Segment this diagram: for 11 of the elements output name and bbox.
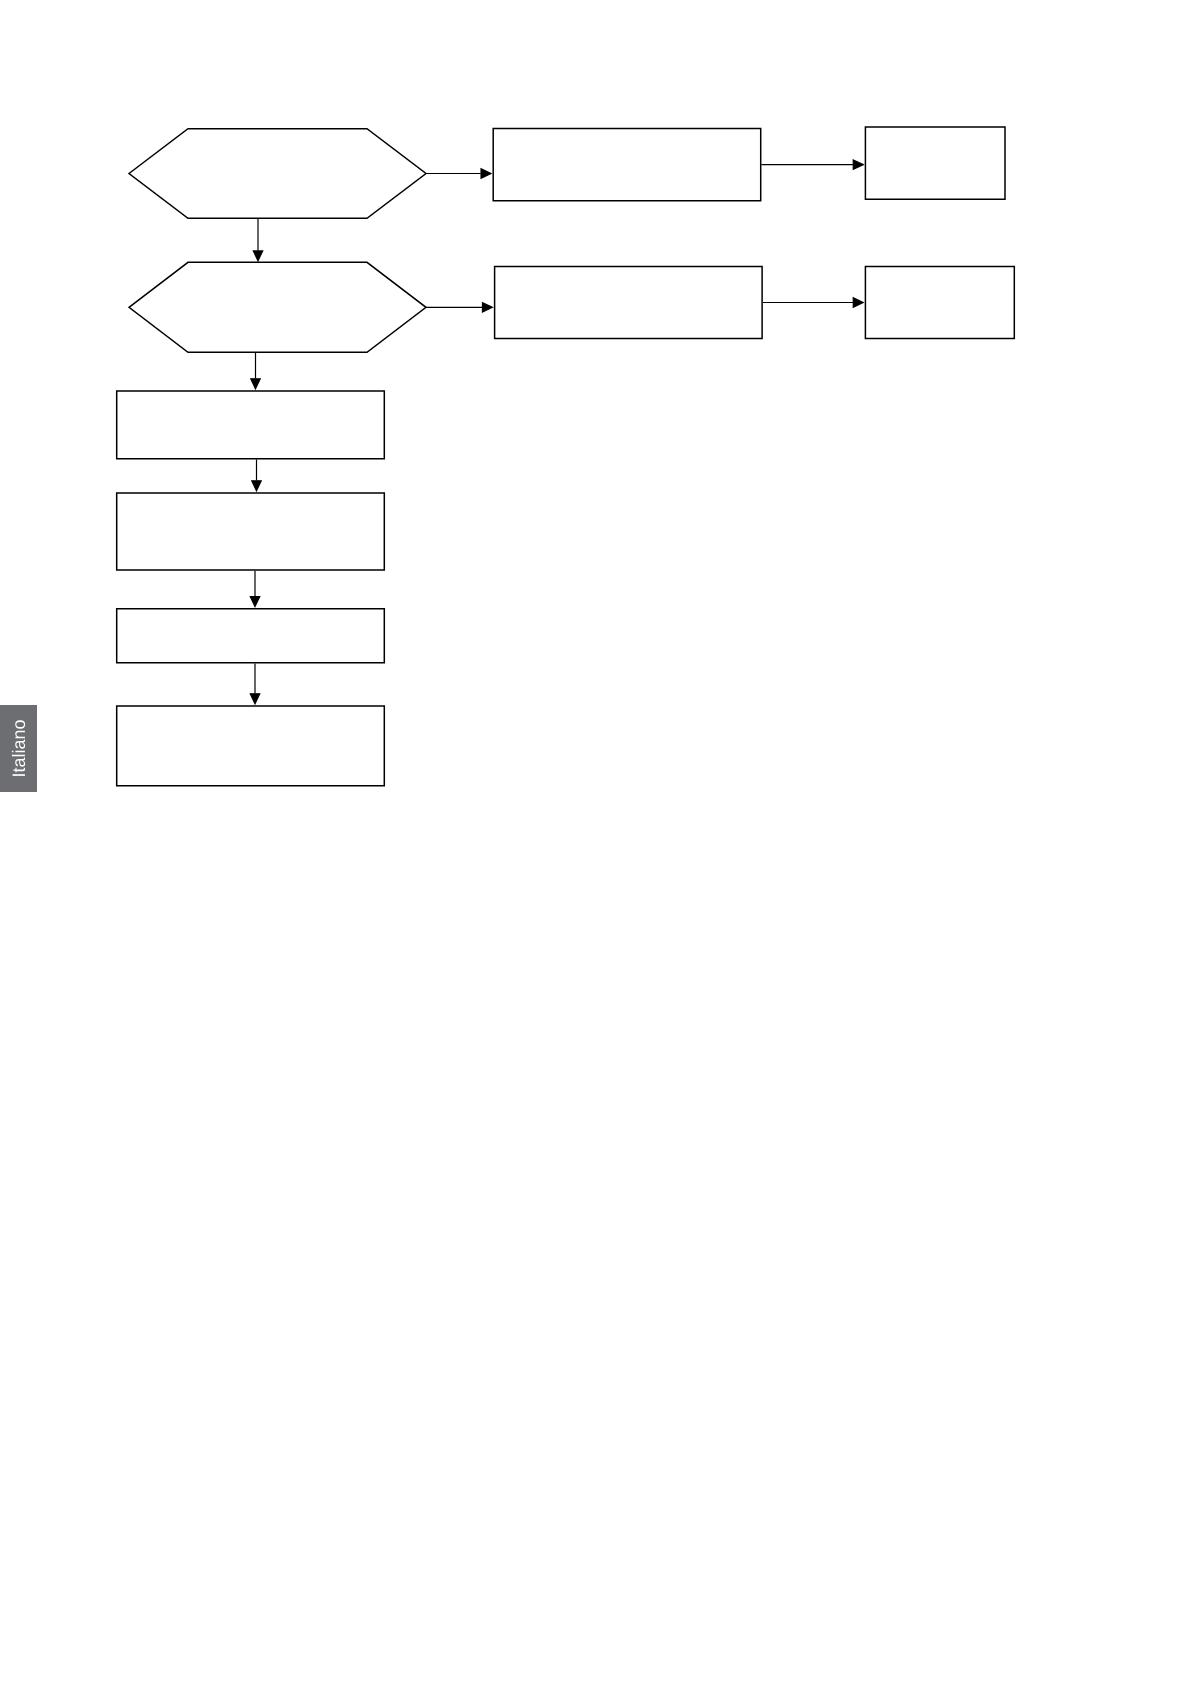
process-box (864, 126, 1006, 201)
process-box (115, 390, 386, 460)
arrow (249, 570, 261, 608)
side-tab: Italiano (0, 705, 37, 792)
process-box (864, 265, 1016, 340)
process-box (493, 265, 763, 340)
process-box (115, 607, 386, 664)
process-box (115, 492, 386, 571)
process-box (492, 127, 762, 202)
process-box (115, 705, 386, 787)
arrow (425, 301, 494, 313)
